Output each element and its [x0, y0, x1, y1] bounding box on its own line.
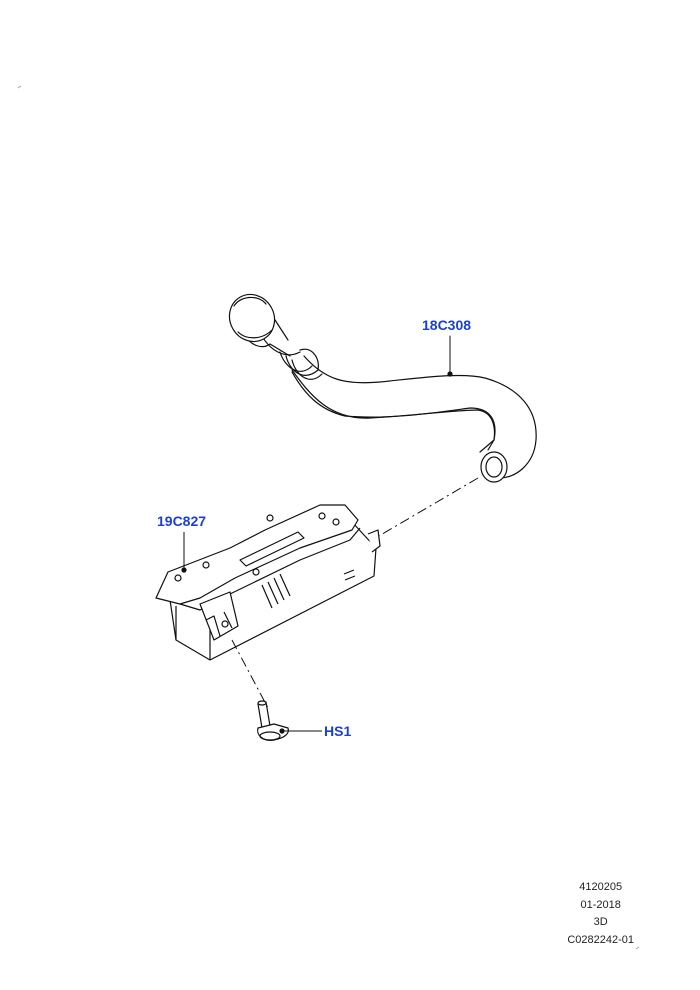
callout-hs1: HS1 — [324, 723, 352, 739]
drawing-reference-block: 4120205 01-2018 3D C0282242-01 — [567, 879, 634, 949]
alignment-line-lower — [231, 639, 269, 709]
alignment-line-upper — [371, 477, 479, 541]
reference-number: 4120205 — [579, 881, 623, 893]
screw-hs1 — [257, 700, 322, 741]
callout-18c308: 18C308 — [422, 317, 472, 333]
module-19c827 — [155, 504, 381, 661]
corner-mark — [635, 946, 640, 950]
reference-date: 01-2018 — [580, 898, 621, 911]
corner-mark — [17, 85, 22, 89]
callout-19c827: 19C827 — [157, 513, 207, 529]
reference-code: C0282242-01 — [567, 933, 634, 946]
reference-view: 3D — [593, 916, 608, 928]
hose-18c308 — [228, 293, 537, 483]
